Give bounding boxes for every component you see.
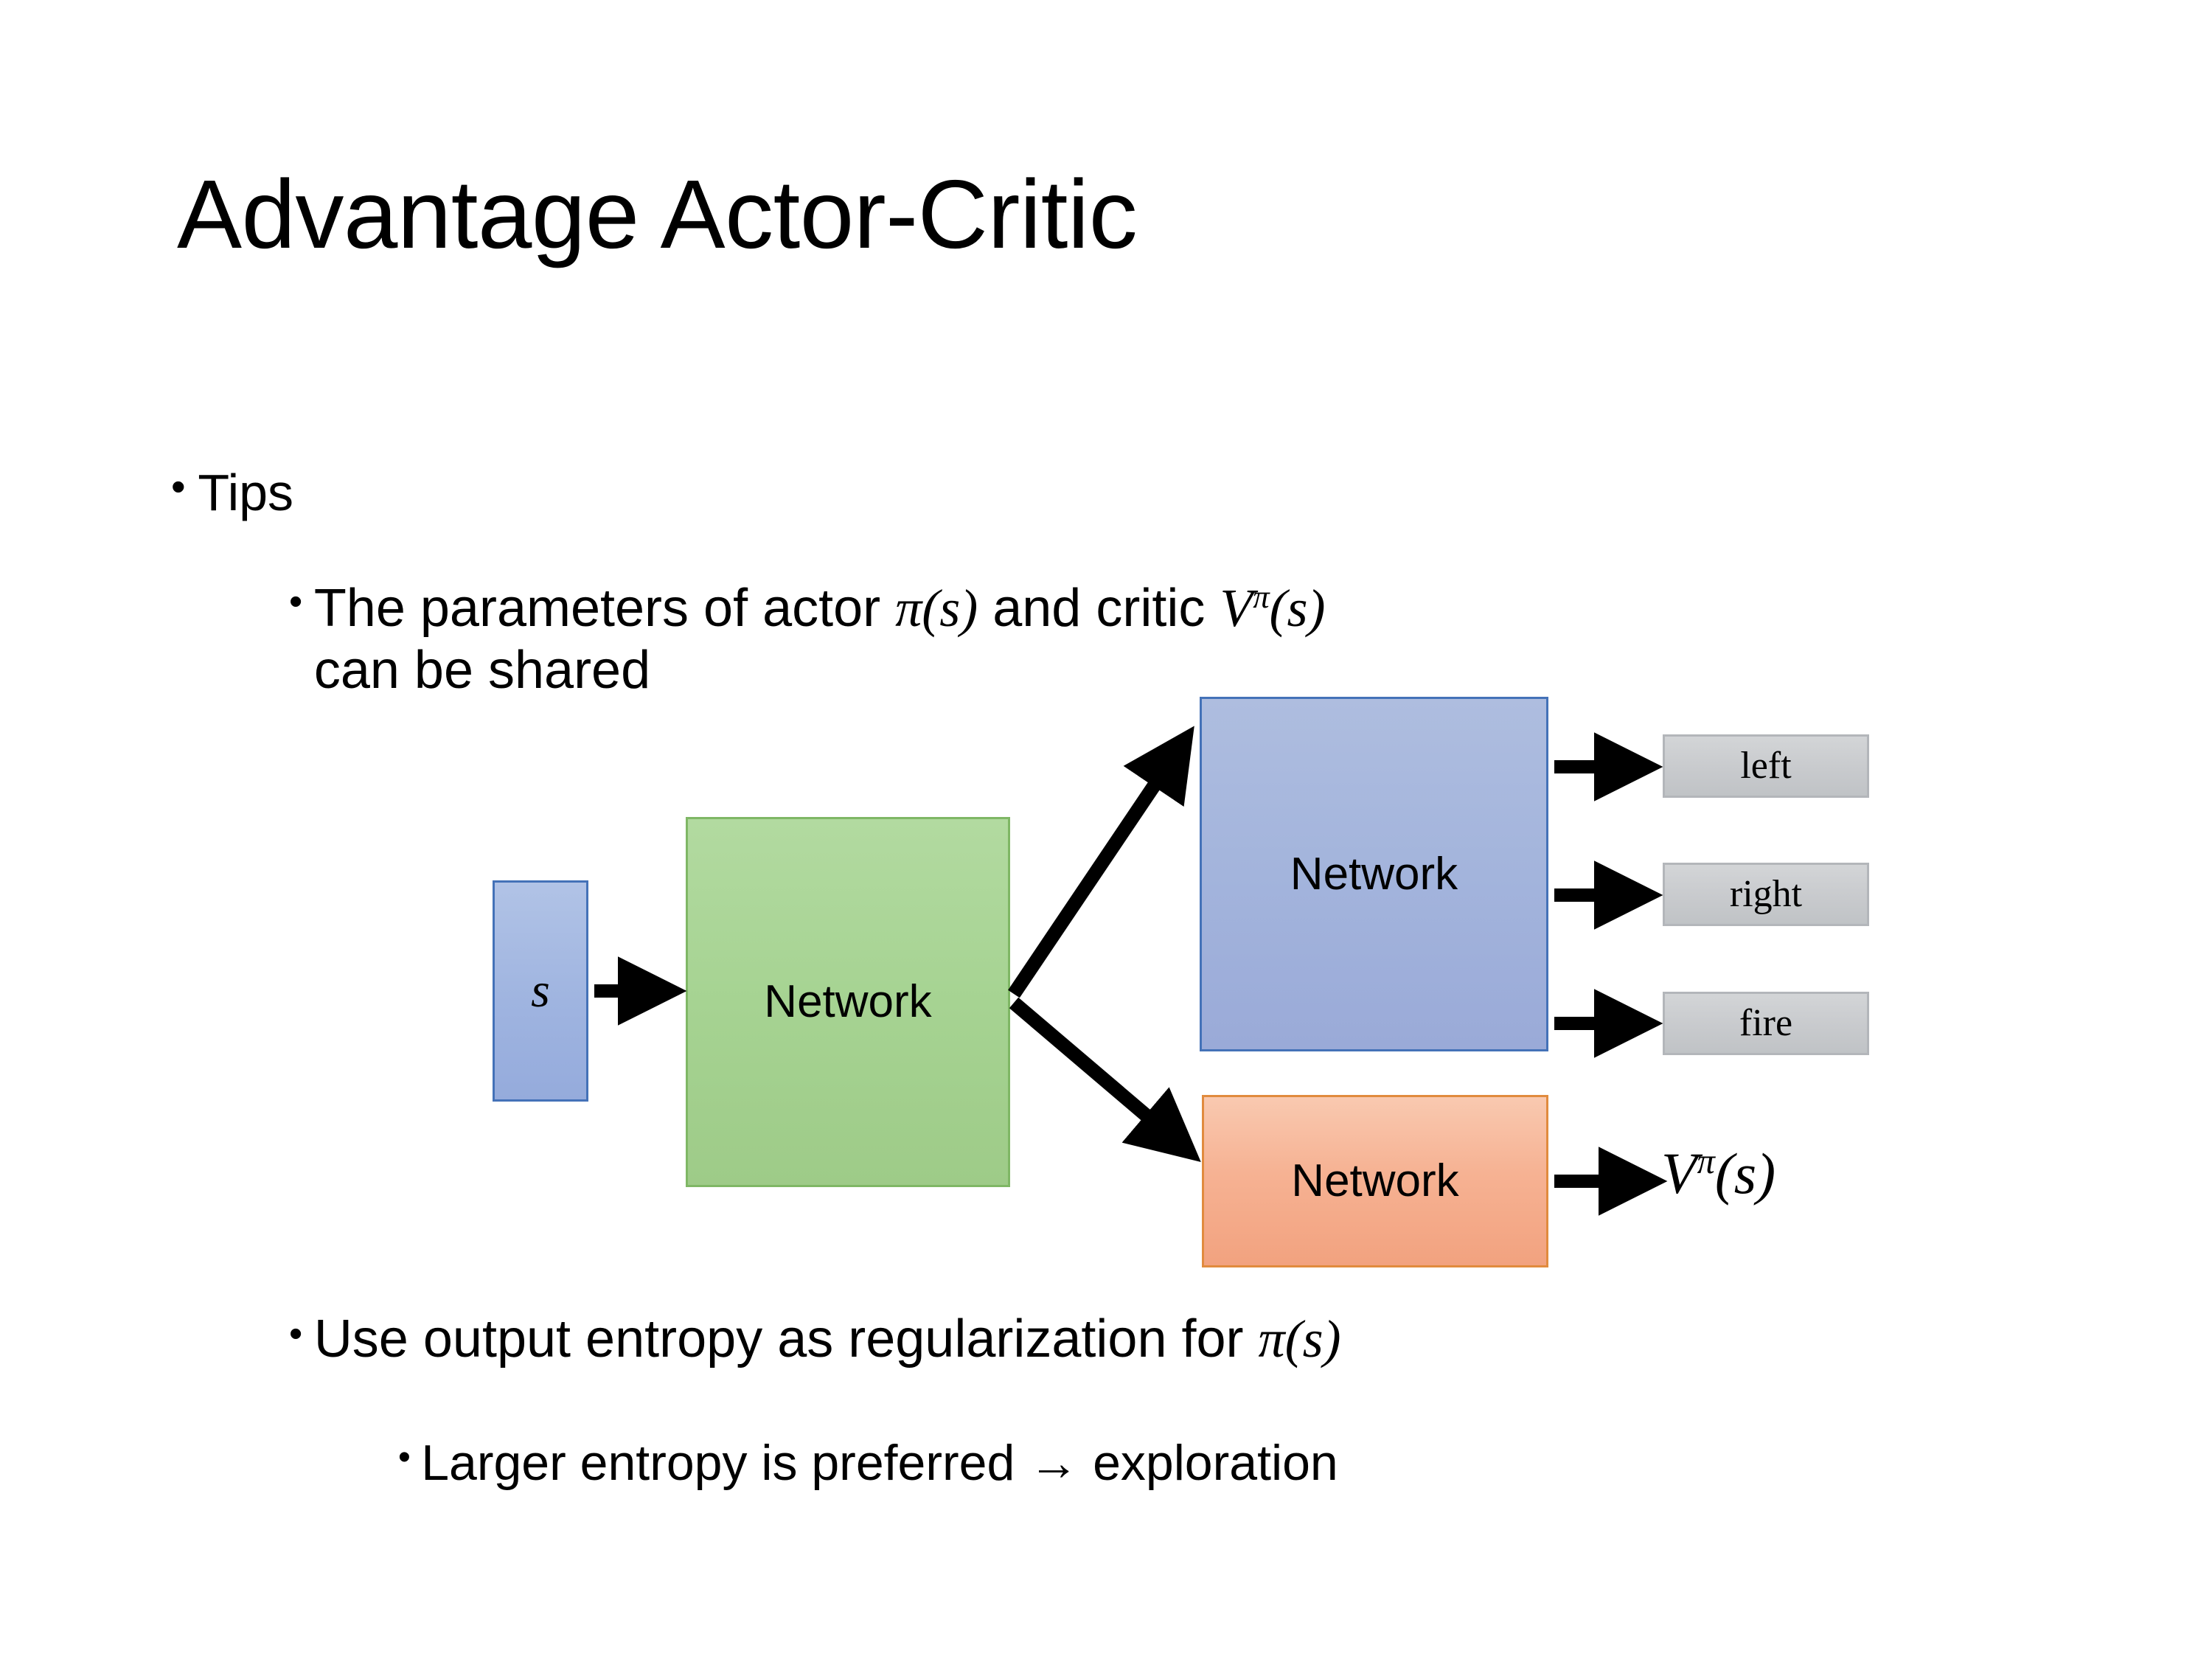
- bullet-shared-params: • The parameters of actor π(s) and criti…: [289, 577, 2003, 701]
- critic-output-v: V: [1661, 1141, 1697, 1206]
- bullet-entropy-regularization: • Use output entropy as regularization f…: [289, 1309, 1341, 1370]
- critic-output-pi-superscript: π: [1697, 1142, 1715, 1181]
- action-output-right: right: [1663, 863, 1869, 926]
- state-symbol-label: s: [531, 964, 550, 1018]
- action-output-left-label: left: [1740, 745, 1792, 787]
- math-policy-pi-s: π(s): [1258, 1310, 1341, 1368]
- actor-network-label: Network: [1290, 848, 1458, 900]
- math-critic-v: V: [1220, 578, 1253, 638]
- arrow-shared-to-actor: [1008, 726, 1194, 998]
- page-title: Advantage Actor-Critic: [177, 160, 1138, 268]
- shared-params-text-1: The parameters of actor: [313, 579, 896, 638]
- math-actor-pi-s: π(s): [895, 579, 978, 638]
- shared-params-text-3: can be shared: [313, 640, 651, 700]
- bullet-marker-icon: •: [289, 580, 303, 623]
- action-output-fire-label: fire: [1739, 1002, 1793, 1044]
- action-output-fire: fire: [1663, 992, 1869, 1055]
- action-output-left: left: [1663, 734, 1869, 798]
- bullet-marker-icon: •: [171, 463, 186, 509]
- action-output-right-label: right: [1729, 873, 1803, 915]
- critic-value-output-label: Vπ(s): [1661, 1144, 1775, 1204]
- bullet-entropy-text: Use output entropy as regularization for…: [314, 1309, 1341, 1370]
- shared-network-box: Network: [686, 817, 1010, 1187]
- shared-network-label: Network: [764, 976, 932, 1027]
- critic-network-box: Network: [1202, 1095, 1548, 1267]
- bullet-larger-entropy-label: Larger entropy is preferred → exploratio…: [421, 1435, 1338, 1491]
- arrow-shared-to-critic: [1009, 997, 1201, 1163]
- critic-network-label: Network: [1291, 1155, 1459, 1206]
- math-critic-pi-superscript: π: [1253, 578, 1270, 615]
- entropy-text-1: Use output entropy as regularization for: [313, 1310, 1259, 1368]
- math-critic-arg: (s): [1269, 579, 1326, 638]
- critic-output-arg: (s): [1714, 1141, 1776, 1206]
- bullet-marker-icon: •: [398, 1438, 411, 1477]
- bullet-marker-icon: •: [289, 1312, 303, 1355]
- bullet-shared-params-text: The parameters of actor π(s) and critic …: [314, 577, 2003, 701]
- actor-network-box: Network: [1200, 697, 1548, 1051]
- bullet-larger-entropy: • Larger entropy is preferred → explorat…: [398, 1434, 1338, 1492]
- bullet-tips-label: Tips: [198, 464, 294, 521]
- shared-params-text-2: and critic: [978, 579, 1220, 638]
- state-input-box: s: [493, 880, 588, 1102]
- bullet-tips: • Tips: [171, 463, 293, 522]
